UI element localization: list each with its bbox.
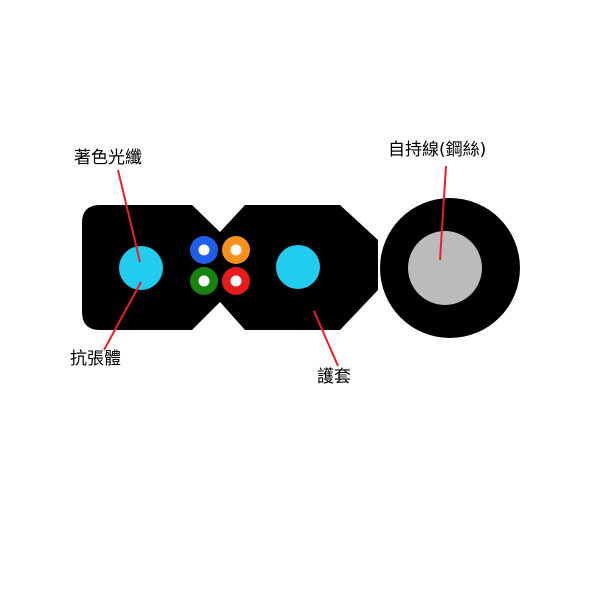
label-colored-fiber: 著色光纖 (74, 148, 142, 168)
leader-line-strength-member (103, 281, 142, 351)
strength-member-right (276, 245, 320, 289)
messenger-steel-core (408, 231, 482, 305)
label-sheath: 護套 (317, 367, 351, 387)
fiber-orange-core (230, 244, 242, 256)
leader-line-colored-fiber (117, 169, 141, 263)
fiber-red-core (230, 275, 242, 287)
fiber-blue-core (198, 244, 210, 256)
label-strength-member: 抗張體 (70, 349, 121, 369)
leader-line-messenger (439, 165, 447, 261)
fiber-green-core (198, 275, 210, 287)
colored-fiber-group (190, 236, 250, 295)
cable-sheath-body (82, 205, 378, 330)
label-messenger-wire: 自持線(鋼絲) (388, 140, 487, 160)
strength-member-left (119, 246, 163, 290)
leader-line-sheath (313, 310, 339, 367)
